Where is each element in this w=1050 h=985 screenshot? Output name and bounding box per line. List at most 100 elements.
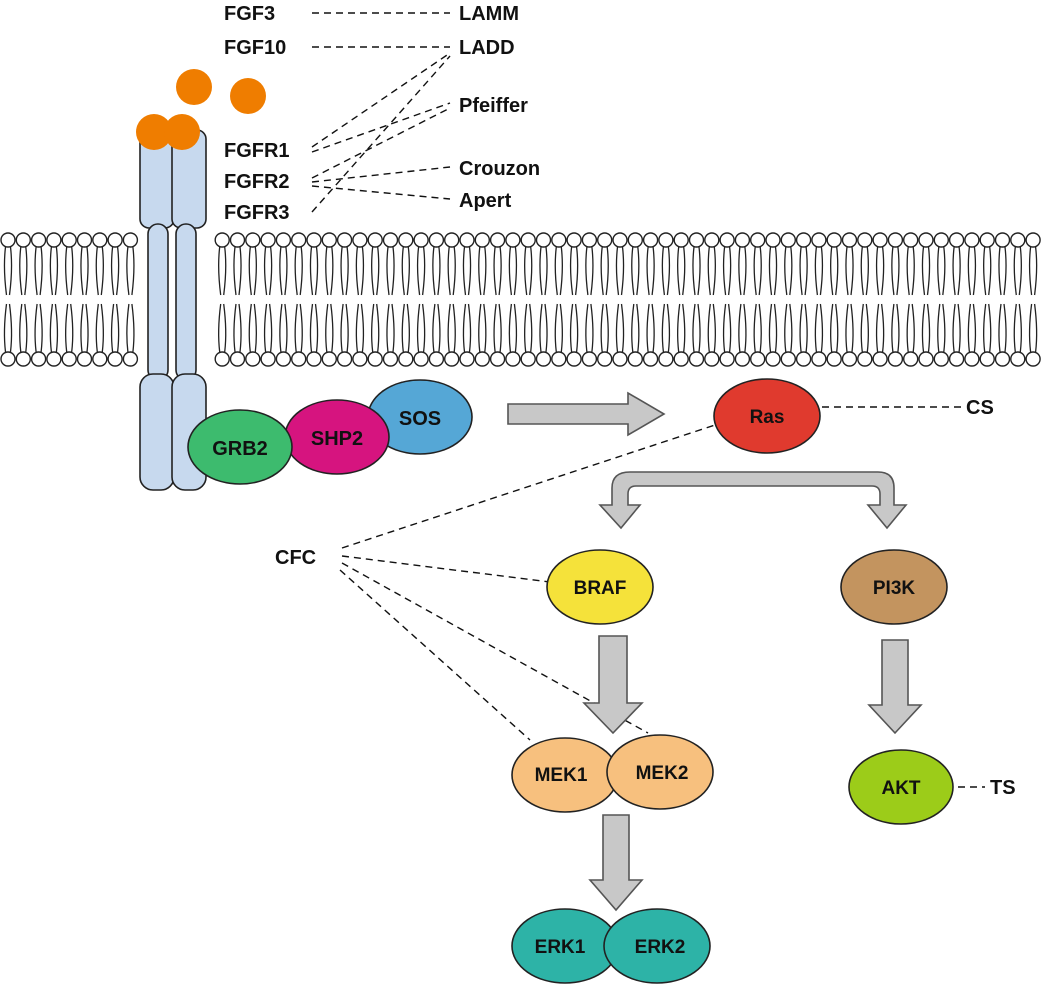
lipid-tail [569,246,574,296]
lipid-head [627,351,643,367]
lipid-head [122,232,139,248]
lipid-head [260,232,276,248]
lipid-tail [891,246,895,296]
lipid-tail [218,246,222,296]
lipid-head [444,232,460,248]
lipid-tail [24,303,28,353]
lipid-tail [590,246,594,296]
lipid-head [92,351,108,367]
lipid-tail [727,246,732,296]
lipid-tail [406,246,410,296]
lipid-head [903,232,919,248]
lipid-tail [386,303,390,353]
lipid-tail [600,303,604,353]
lipid-tail [666,246,671,296]
mek2-label: MEK2 [636,763,689,784]
lipid-tail [784,246,788,296]
arrow-ras-branch [598,471,908,530]
lipid-tail [1013,246,1017,296]
lipid-head [750,232,766,248]
cs-label: CS [966,397,994,419]
lipid-head [76,232,93,248]
lipid-tail [284,246,288,296]
lipid-head [673,351,689,367]
lipid-tail [921,246,926,296]
lipid-head [321,351,337,367]
ladd-label: LADD [459,37,515,59]
lipid-tail [666,303,671,353]
lipid-tail [926,303,931,353]
lipid-tail [70,303,74,353]
lipid-head [933,351,949,367]
lipid-tail [391,303,395,353]
line-fgfr2-apert [311,185,451,200]
receptor-right-transmembrane [175,223,197,381]
lipid-head [780,232,796,248]
erk2-label: ERK2 [635,937,686,958]
lipid-tail [712,246,716,296]
lipid-tail [223,303,227,353]
lipid-head [489,232,506,248]
lipid-tail [314,246,319,296]
lipid-tail [957,303,961,353]
lipid-tail [54,246,59,296]
receptor-left-transmembrane [147,223,169,381]
lipid-head [979,232,995,248]
lipid-head [260,351,276,367]
lipid-tail [911,303,915,353]
lipid-head [107,351,123,367]
lipid-tail [299,246,303,296]
ras-label: Ras [750,407,785,428]
lipid-tail [19,246,23,296]
lipid-tail [467,246,472,296]
shp2-label: SHP2 [311,428,363,450]
line-fgfr1-ladd [311,52,451,148]
lipid-head [887,351,904,367]
lipid-tail [126,303,130,353]
akt-node [848,749,954,825]
lipid-tail [727,303,732,353]
lipid-head [520,232,536,248]
lipid-tail [478,246,482,296]
lipid-tail [539,303,543,353]
lipid-tail [998,303,1002,353]
lipid-tail [95,303,99,353]
lipid-tail [218,303,222,353]
lipid-tail [248,246,252,296]
lipid-head [612,351,628,367]
lipid-head [811,351,827,367]
lipid-tail [814,303,819,353]
ts-label: TS [990,777,1016,799]
lipid-tail [967,246,972,296]
ligand-bound-right [164,114,200,150]
lipid-head [61,351,77,367]
lipid-tail [345,303,349,353]
lipid-tail [238,303,242,353]
lipid-tail [24,246,28,296]
lipid-tail [437,246,441,296]
lipid-head [535,351,552,367]
lipid-head [551,232,567,248]
lipid-tail [677,303,681,353]
lipid-tail [875,246,880,296]
lipid-tail [585,246,589,296]
lipid-tail [345,246,349,296]
lipid-head [948,351,965,367]
lipid-tail [988,246,992,296]
lipid-head [948,232,965,248]
lipid-tail [39,246,43,296]
lipid-tail [360,246,365,296]
lipid-tail [253,303,257,353]
lipid-head [30,351,47,367]
lipid-head [444,351,460,367]
lipid-tail [263,246,268,296]
lipid-tail [758,303,762,353]
lipid-head [964,232,980,248]
lipid-tail [896,303,900,353]
arrow-pi3k-to-akt [867,639,923,735]
lipid-head [627,232,643,248]
lipid-tail [983,246,987,296]
lipid-tail [972,303,977,353]
lipid-head [306,351,322,367]
lipid-tail [401,246,405,296]
